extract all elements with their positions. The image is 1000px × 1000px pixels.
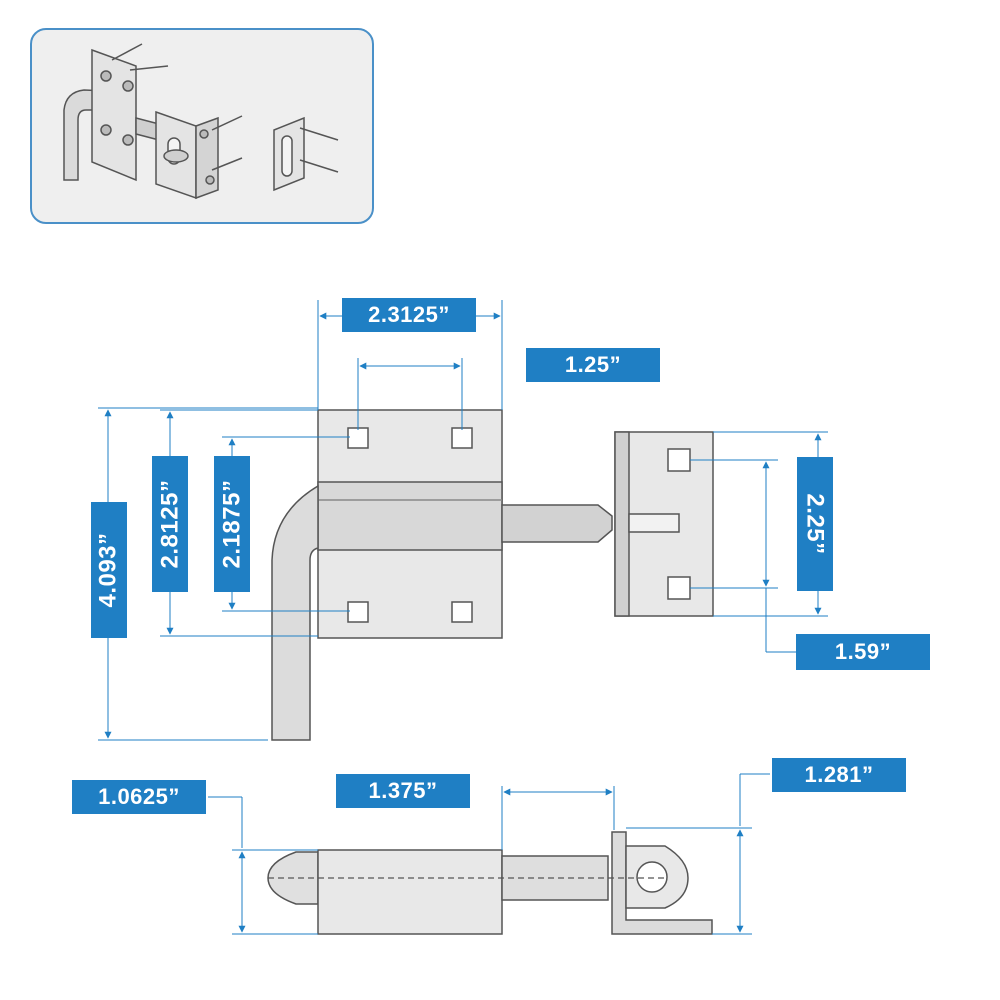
- dim-bolt-extension: 1.375”: [336, 774, 470, 808]
- dim-hole-spacing-vertical-label: 2.1875”: [218, 479, 245, 569]
- plate-hole: [347, 601, 369, 623]
- bolt-handle-front: [271, 484, 319, 741]
- dim-hole-spacing-vertical: 2.1875”: [214, 456, 250, 592]
- dim-plate-height: 2.8125”: [152, 456, 188, 592]
- dim-overall-height: 4.093”: [91, 502, 127, 638]
- dim-plate-height-label: 2.8125”: [156, 479, 183, 569]
- dim-keeper-height: 2.25”: [797, 457, 833, 591]
- dim-overall-height-label: 4.093”: [95, 532, 122, 608]
- keeper-hole: [667, 448, 691, 472]
- dim-keeper-depth: 1.281”: [772, 758, 906, 792]
- dim-keeper-height-label: 2.25”: [802, 493, 829, 555]
- product-3d-illustration: [63, 43, 339, 200]
- product-inset-panel: [30, 28, 374, 224]
- dim-plate-width: 2.3125”: [342, 298, 476, 332]
- dim-keeper-hole-spacing: 1.59”: [796, 634, 930, 670]
- dim-bolt-diameter: 1.0625”: [72, 780, 206, 814]
- plate-hole: [451, 601, 473, 623]
- dim-hole-spacing-horizontal: 1.25”: [526, 348, 660, 382]
- keeper-hole: [667, 576, 691, 600]
- side-keeper: [611, 831, 713, 935]
- side-plate-body: [317, 849, 503, 935]
- plate-hole: [451, 427, 473, 449]
- bolt-shaft-front: [501, 504, 613, 543]
- latch-barrel-band: [317, 481, 503, 551]
- plate-hole: [347, 427, 369, 449]
